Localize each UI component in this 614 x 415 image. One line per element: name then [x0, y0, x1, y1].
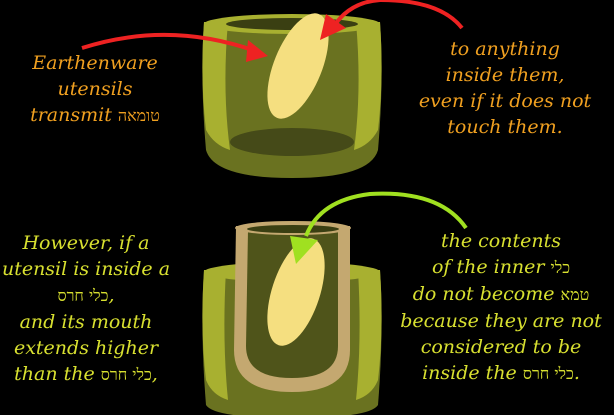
- bottom-left-line1: However, if a: [0, 230, 172, 256]
- bottom-earthenware-pot: [202, 221, 381, 415]
- top-right-line4: touch them.: [410, 114, 600, 140]
- top-left-line2: utensils: [20, 76, 170, 102]
- bottom-pot-left-wall: [202, 270, 228, 400]
- bottom-left-line6: than the כלי חרס,: [0, 361, 172, 388]
- top-left-line3-text: transmit: [30, 104, 112, 126]
- bottom-right-caption: the contents of the inner כלי do not bec…: [394, 228, 608, 387]
- bottom-right-line5: considered to be: [394, 334, 608, 360]
- top-earthenware-pot: [202, 5, 381, 178]
- bottom-left-line6-end: ,: [152, 363, 158, 385]
- bottom-left-line5: extends higher: [0, 335, 172, 361]
- bottom-right-line3: do not become טמא: [394, 281, 608, 308]
- top-right-line1: to anything: [410, 36, 600, 62]
- bottom-right-line6-hebrew: כלי חרס: [523, 364, 574, 383]
- top-left-caption: Earthenware utensils transmit טומאה: [20, 50, 170, 129]
- top-left-line3-hebrew: טומאה: [118, 106, 160, 125]
- top-right-line3: even if it does not: [410, 88, 600, 114]
- bottom-right-line3-text: do not become: [413, 283, 555, 305]
- bottom-right-line4: because they are not: [394, 308, 608, 334]
- inner-vessel-opening: [247, 225, 339, 233]
- bottom-pot-right-wall: [356, 270, 382, 400]
- top-pot-floor: [230, 128, 354, 156]
- bottom-left-line3: כלי חרס,: [0, 282, 172, 309]
- bottom-right-line6-text: inside the: [422, 362, 517, 384]
- bottom-right-line2-hebrew: כלי: [551, 258, 571, 277]
- bottom-right-line2-text: of the inner: [432, 256, 545, 278]
- bottom-left-line6-hebrew: כלי חרס: [101, 365, 152, 384]
- top-right-line2: inside them,: [410, 62, 600, 88]
- bottom-right-line1: the contents: [394, 228, 608, 254]
- bottom-right-line6: inside the כלי חרס.: [394, 360, 608, 387]
- bottom-right-line3-hebrew: טמא: [561, 285, 590, 304]
- bottom-right-line6-end: .: [574, 362, 580, 384]
- bottom-left-line3-hebrew: כלי חרס: [57, 286, 108, 305]
- bottom-left-line3-end: ,: [108, 284, 114, 306]
- top-right-caption: to anything inside them, even if it does…: [410, 36, 600, 140]
- bottom-left-line4: and its mouth: [0, 309, 172, 335]
- bottom-left-line6-text: than the: [14, 363, 95, 385]
- top-left-line1: Earthenware: [20, 50, 170, 76]
- bottom-left-caption: However, if a utensil is inside a כלי חר…: [0, 230, 172, 388]
- bottom-left-line2: utensil is inside a: [0, 256, 172, 282]
- top-left-line3: transmit טומאה: [20, 102, 170, 129]
- bottom-right-line2: of the inner כלי: [394, 254, 608, 281]
